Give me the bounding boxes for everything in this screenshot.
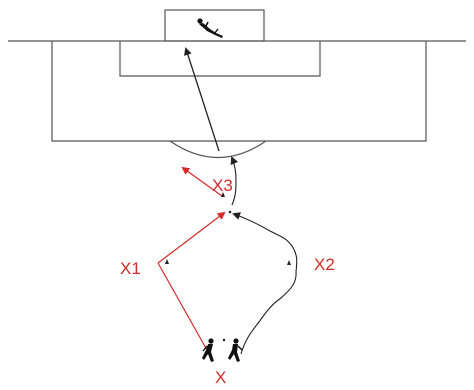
pass-x1-to-center xyxy=(157,211,226,264)
penalty-area xyxy=(51,41,427,142)
label-x1: X1 xyxy=(120,259,141,278)
shot-arrow xyxy=(184,47,220,152)
run-path-x3 xyxy=(230,156,239,206)
pass-x3 xyxy=(181,166,223,197)
player-icon xyxy=(202,338,243,362)
dribble-path-x2 xyxy=(232,212,298,355)
penalty-arc xyxy=(169,140,267,158)
pass-x-to-x1 xyxy=(157,262,208,351)
label-x: X xyxy=(215,368,226,387)
cone-icon xyxy=(165,192,291,265)
goalkeeper-icon xyxy=(197,18,223,38)
goal-area xyxy=(119,41,321,77)
field-markings xyxy=(8,9,466,158)
label-x2: X2 xyxy=(314,255,335,274)
label-x3: X3 xyxy=(212,176,233,195)
goal xyxy=(164,9,265,42)
